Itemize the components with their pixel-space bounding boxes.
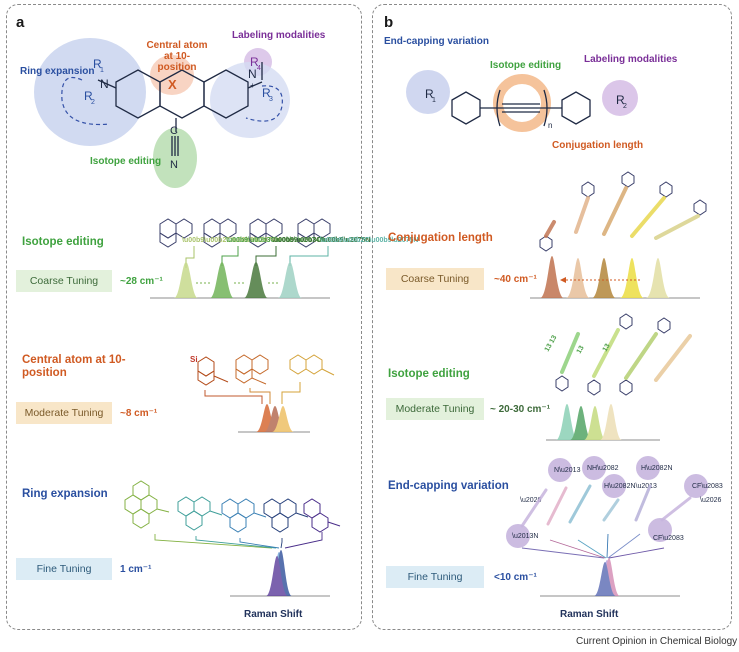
ring-expansion-molecules bbox=[124, 480, 341, 533]
svg-text:1: 1 bbox=[432, 97, 436, 104]
svg-text:13: 13 bbox=[576, 345, 586, 355]
end-capping-peaks bbox=[594, 558, 620, 596]
svg-text:CF\u2083: CF\u2083 bbox=[653, 535, 684, 542]
ring-expansion-label: Ring expansion bbox=[20, 66, 95, 77]
fine-tuning-value-b: <10 cm⁻¹ bbox=[494, 572, 537, 583]
conjugation-peaks bbox=[540, 256, 670, 298]
central-atom-label: Central atom at 10-position bbox=[146, 40, 208, 73]
section-title-isotope: Isotope editing bbox=[22, 236, 104, 248]
section-title-isotope-b: Isotope editing bbox=[388, 368, 470, 380]
end-capping-label: End-capping variation bbox=[384, 36, 490, 47]
moderate-tuning-value-b: ~ 20-30 cm⁻¹ bbox=[490, 404, 551, 415]
isotope-b-molecules bbox=[555, 313, 671, 396]
isotope-editing-label-b: Isotope editing bbox=[490, 60, 562, 71]
ring-expansion-dashes bbox=[61, 76, 283, 126]
ring-expansion-connectors bbox=[154, 532, 323, 549]
end-capping-caps bbox=[506, 456, 708, 548]
svg-text:R: R bbox=[250, 55, 259, 69]
end-capping-rods bbox=[520, 484, 692, 528]
coarse-tuning-value-b: ~40 cm⁻¹ bbox=[494, 274, 537, 285]
svg-text:3: 3 bbox=[269, 96, 273, 103]
moderate-tuning-box: Moderate Tuning bbox=[16, 402, 112, 424]
journal-credit: Current Opinion in Chemical Biology bbox=[576, 636, 738, 647]
svg-text:R: R bbox=[616, 93, 625, 107]
labeling-modalities-label: Labeling modalities bbox=[232, 30, 326, 41]
svg-text:C: C bbox=[170, 125, 178, 137]
svg-text:N: N bbox=[170, 159, 178, 171]
isotope-editing-label: Isotope editing bbox=[90, 156, 162, 167]
central-atom-peaks bbox=[256, 404, 294, 432]
svg-text:N\u2013: N\u2013 bbox=[554, 467, 581, 474]
svg-text:N: N bbox=[248, 67, 257, 81]
labeling-modalities-label-b: Labeling modalities bbox=[584, 54, 678, 65]
svg-text:13 13: 13 13 bbox=[544, 334, 559, 353]
svg-text:\u2013N: \u2013N bbox=[512, 533, 538, 540]
svg-text:1: 1 bbox=[100, 67, 104, 74]
central-atom-molecules bbox=[197, 354, 335, 386]
fine-tuning-box: Fine Tuning bbox=[16, 558, 112, 580]
svg-text:R: R bbox=[84, 89, 93, 103]
isotope-halo bbox=[153, 128, 197, 188]
isotope-b-rods bbox=[560, 328, 692, 382]
coarse-tuning-box-b: Coarse Tuning bbox=[386, 268, 484, 290]
isotope-b-peaks bbox=[556, 404, 622, 440]
section-title-end-capping: End-capping variation bbox=[388, 480, 509, 492]
section-title-conjugation: Conjugation length bbox=[388, 232, 493, 244]
end-capping-connectors bbox=[521, 533, 665, 559]
conjugation-length-label: Conjugation length bbox=[552, 140, 644, 151]
svg-text:Si: Si bbox=[190, 355, 198, 364]
conjugation-halo bbox=[493, 74, 551, 132]
svg-text:4: 4 bbox=[257, 65, 261, 72]
svg-text:\u2026: \u2026 bbox=[700, 497, 722, 504]
isotope-molecules bbox=[159, 218, 331, 248]
panel-b-letter: b bbox=[384, 14, 394, 31]
labeling-halo-b bbox=[602, 80, 638, 116]
moderate-tuning-box-b: Moderate Tuning bbox=[386, 398, 484, 420]
conjugation-molecules bbox=[539, 171, 707, 252]
svg-text:2: 2 bbox=[91, 99, 95, 106]
tolane-core bbox=[451, 89, 591, 127]
section-title-ring-expansion: Ring expansion bbox=[22, 488, 108, 500]
core-molecule bbox=[97, 62, 263, 156]
svg-text:13: 13 bbox=[602, 343, 612, 353]
svg-text:\u00b9\u00b2C\u00b9\u2074N: \u00b9\u00b2C\u00b9\u2074N bbox=[182, 237, 280, 244]
moderate-tuning-value: ~8 cm⁻¹ bbox=[120, 408, 158, 419]
panel-a-letter: a bbox=[16, 14, 25, 31]
panel-b-axis-label: Raman Shift bbox=[560, 609, 619, 620]
end-capping-halo bbox=[406, 70, 450, 114]
ring-expansion-halo bbox=[34, 38, 146, 146]
svg-text:+: + bbox=[250, 81, 255, 90]
panel-a bbox=[6, 4, 362, 630]
section-title-central-atom: Central atom at 10-position bbox=[22, 354, 126, 379]
fine-tuning-value: 1 cm⁻¹ bbox=[120, 564, 152, 575]
ring-expansion-peaks bbox=[266, 550, 292, 596]
svg-text:R: R bbox=[262, 86, 271, 100]
svg-text:H\u2082N\u2013: H\u2082N\u2013 bbox=[604, 483, 657, 490]
svg-text:\u00b9\u00b3C\u00b9\u2074N: \u00b9\u00b3C\u00b9\u2074N bbox=[226, 237, 324, 244]
svg-text:\u00b9\u00b3C\u00b9\u2075N: \u00b9\u00b3C\u00b9\u2075N bbox=[272, 237, 370, 244]
panel-b bbox=[372, 4, 732, 630]
panel-a-axis-label: Raman Shift bbox=[244, 609, 303, 620]
svg-text:2: 2 bbox=[623, 103, 627, 110]
svg-text:n: n bbox=[548, 121, 552, 130]
svg-text:H\u2082N: H\u2082N bbox=[641, 465, 673, 472]
svg-text:CF\u2083: CF\u2083 bbox=[692, 483, 723, 490]
svg-text:\u2026: \u2026 bbox=[520, 497, 542, 504]
svg-text:X: X bbox=[168, 77, 177, 92]
central-atom-connectors bbox=[204, 382, 301, 404]
svg-text:R: R bbox=[425, 87, 434, 101]
conjugation-rods bbox=[544, 186, 700, 240]
svg-text:N: N bbox=[100, 77, 109, 91]
isotope-peaks bbox=[174, 262, 302, 298]
svg-text:R: R bbox=[93, 57, 102, 71]
coarse-tuning-box: Coarse Tuning bbox=[16, 270, 112, 292]
svg-text:\u00b9\u00b2C\u00b9\u2075N: \u00b9\u00b2C\u00b9\u2075N bbox=[320, 237, 418, 244]
ring-expansion-halo-right bbox=[210, 62, 290, 138]
coarse-tuning-value: ~28 cm⁻¹ bbox=[120, 276, 163, 287]
svg-text:NH\u2082: NH\u2082 bbox=[587, 465, 619, 472]
fine-tuning-box-b: Fine Tuning bbox=[386, 566, 484, 588]
